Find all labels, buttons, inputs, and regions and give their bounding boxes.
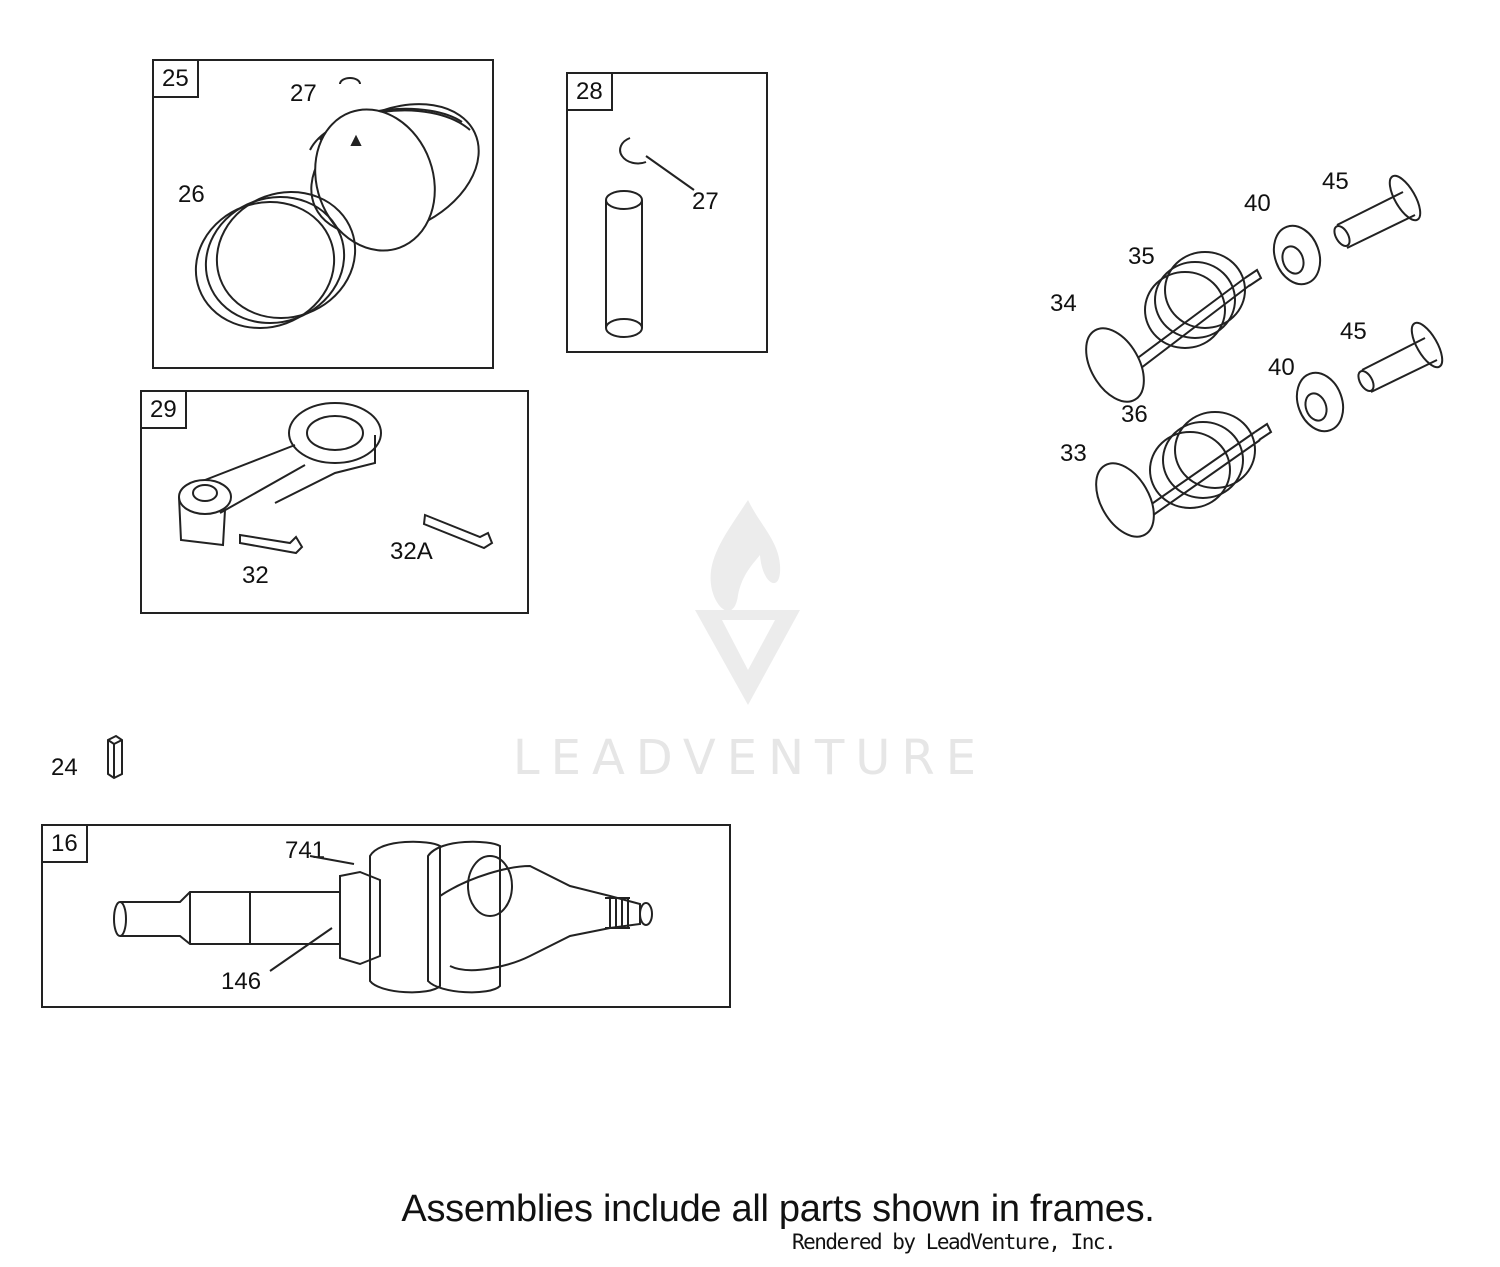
rendered-by-credit: Rendered by LeadVenture, Inc.: [792, 1230, 1117, 1254]
callout-piston-retainer[interactable]: 27: [290, 80, 317, 107]
callout-pin-retainer[interactable]: 27: [692, 188, 719, 215]
valve-train-drawing: [1085, 170, 1460, 545]
callout-rod-bolt[interactable]: 32: [242, 562, 269, 589]
callout-crankshaft-key[interactable]: 24: [51, 754, 78, 781]
crankshaft-drawing: [110, 836, 660, 1001]
piston-pin-drawing: [596, 130, 706, 345]
callout-crankshaft-gear-teeth[interactable]: 146: [221, 968, 262, 995]
watermark-text: LEADVENTURE: [512, 730, 988, 786]
frame-piston-assembly: 25: [152, 59, 494, 369]
frame-number[interactable]: 28: [568, 74, 613, 111]
callout-exhaust-valve[interactable]: 33: [1060, 440, 1087, 467]
callout-intake-spring[interactable]: 35: [1128, 243, 1155, 270]
callout-piston-rings[interactable]: 26: [178, 181, 205, 208]
callout-intake-valve[interactable]: 34: [1050, 290, 1077, 317]
frame-number[interactable]: 29: [142, 392, 187, 429]
leadventure-watermark-logo: [695, 500, 800, 705]
frame-number[interactable]: 25: [154, 61, 199, 98]
callout-exhaust-spring[interactable]: 36: [1121, 401, 1148, 428]
piston-drawing: [180, 70, 490, 360]
key-drawing: [104, 734, 126, 780]
assemblies-caption: Assemblies include all parts shown in fr…: [401, 1188, 1155, 1230]
frame-crankshaft: 16: [41, 824, 731, 1008]
frame-connecting-rod: 29: [140, 390, 529, 614]
frame-pin-kit: 28: [566, 72, 768, 353]
connecting-rod-drawing: [175, 395, 510, 570]
callout-exhaust-retainer[interactable]: 40: [1268, 354, 1295, 381]
callout-intake-tappet[interactable]: 45: [1322, 168, 1349, 195]
callout-exhaust-tappet[interactable]: 45: [1340, 318, 1367, 345]
callout-crankshaft-gear[interactable]: 741: [285, 837, 326, 864]
callout-rod-bolt-alt[interactable]: 32A: [390, 538, 433, 565]
frame-number[interactable]: 16: [43, 826, 88, 863]
callout-intake-retainer[interactable]: 40: [1244, 190, 1271, 217]
